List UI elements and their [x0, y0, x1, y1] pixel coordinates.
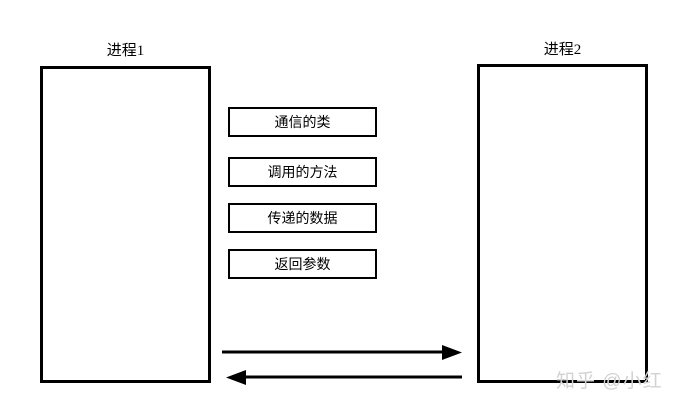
process-2-label: 进程2: [543, 42, 582, 58]
message-box-invoked-method: 调用的方法: [228, 157, 377, 187]
process-1-box: [40, 66, 211, 383]
process-1-label: 进程1: [106, 43, 145, 59]
message-box-communication-class: 通信的类: [228, 107, 377, 137]
response-arrow: [218, 368, 466, 386]
request-arrow: [218, 343, 466, 361]
watermark: 知乎 @小红: [556, 371, 663, 392]
message-box-transferred-data: 传递的数据: [228, 203, 377, 233]
process-2-box: [477, 64, 648, 383]
message-box-return-parameters: 返回参数: [228, 249, 377, 279]
